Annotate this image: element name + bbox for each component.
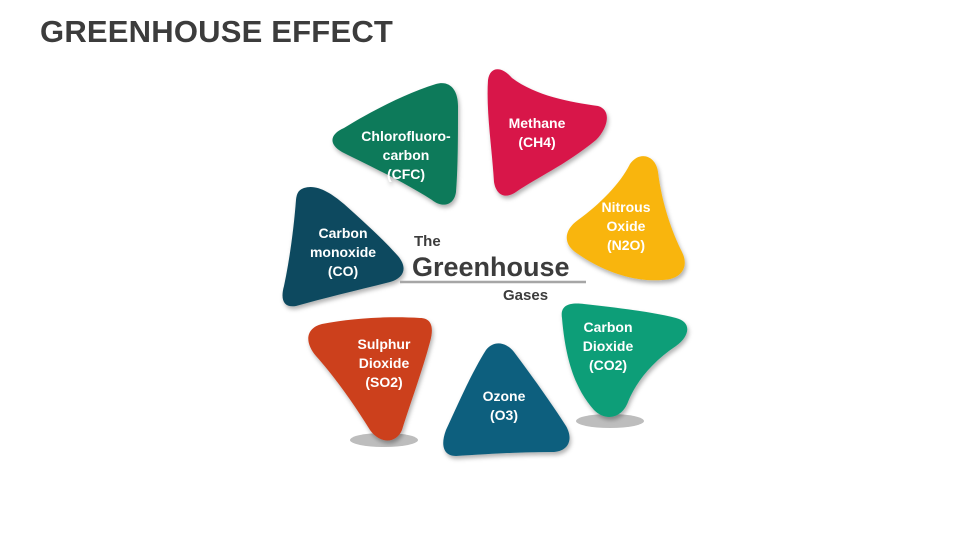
petal-label-line: Sulphur [358, 336, 411, 352]
petal-label-line: Oxide [607, 218, 646, 234]
petal-shape [332, 83, 458, 205]
petal-shape [308, 317, 432, 441]
petal-shape [566, 156, 685, 281]
svg-text:Methane(CH4): Methane (CH4) [509, 115, 566, 150]
petal-label-line: (CFC) [387, 166, 425, 182]
petal-label-line: Nitrous [602, 199, 651, 215]
center-label-gases: Gases [503, 287, 548, 304]
petal-label-line: Methane [509, 115, 566, 131]
petal-label-line: (SO2) [365, 374, 402, 390]
petal-shape [561, 303, 688, 417]
petal-ozone: Ozone (O3) [443, 343, 570, 456]
svg-text:Ozone(O3): Ozone (O3) [483, 388, 526, 423]
petal-label-line: (CO2) [589, 357, 627, 373]
petal-label-line: (O3) [490, 407, 518, 423]
center-label-greenhouse: Greenhouse [412, 252, 570, 282]
petal-label-line: Dioxide [359, 355, 410, 371]
slide-title: GREENHOUSE EFFECT [40, 14, 394, 49]
petal-label-line: Carbon [584, 319, 633, 335]
petal-label-line: (CO) [328, 263, 358, 279]
petal-label-line: carbon [383, 147, 430, 163]
petal-label-line: monoxide [310, 244, 376, 260]
petal-label-line: Ozone [483, 388, 526, 404]
floor-shadow-carbon-dioxide [576, 414, 644, 428]
svg-text:Chlorofluoro-carbon(CFC): Chlorofluoro-carbon (CFC) [361, 128, 451, 182]
petal-methane: Methane (CH4) [487, 69, 607, 196]
petal-label-line: Carbon [319, 225, 368, 241]
petal-label-line: (CH4) [518, 134, 555, 150]
center-label-the: The [414, 233, 441, 250]
petal-label-line: Chlorofluoro- [361, 128, 451, 144]
petal-carbon-monoxide: Carbon monoxide (CO) [282, 186, 404, 307]
petal-shape [443, 343, 570, 456]
petal-shape [282, 186, 404, 307]
petal-label-line: Dioxide [583, 338, 634, 354]
petal-label-line: (N2O) [607, 237, 645, 253]
petal-shape [487, 69, 607, 196]
petal-cfc: Chlorofluoro-carbon (CFC) [332, 83, 458, 205]
